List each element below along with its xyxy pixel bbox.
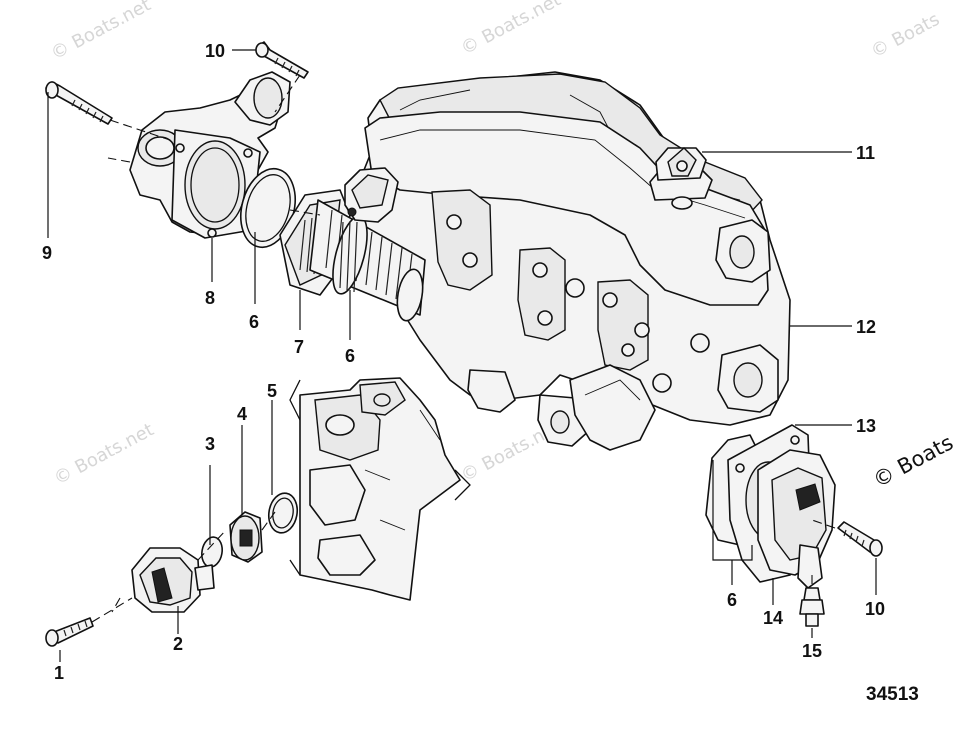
watermark: © Boats.net [47, 0, 154, 64]
housing-2 [131, 547, 215, 613]
oring-3 [201, 536, 223, 568]
bolt-9 [45, 81, 113, 125]
callout-12: 12 [856, 317, 876, 337]
leader-lines [47, 49, 877, 662]
alignment-line [811, 519, 836, 588]
gasket-5 [267, 492, 299, 534]
watermark: © Boats [867, 9, 943, 63]
plate-hole [735, 463, 745, 473]
gasket-5-inner [272, 497, 294, 529]
alignment-line [91, 511, 276, 623]
watermark: © Boats.net [457, 0, 564, 59]
callout-6-upper: 6 [249, 312, 259, 332]
fitting-15 [799, 587, 825, 627]
seal-ring [396, 268, 424, 322]
figure-number: 34513 [866, 684, 919, 705]
watermark: © Boats.net [50, 419, 157, 489]
callout-11: 11 [856, 143, 875, 163]
callout-3: 3 [205, 434, 215, 454]
bolt-10-right [837, 521, 883, 557]
watermark-copyright: © Boats [869, 430, 955, 492]
callout-6-right: 6 [727, 590, 737, 610]
alignment-line [107, 74, 321, 216]
callout-10-top: 10 [205, 41, 225, 61]
callout-14: 14 [763, 608, 783, 628]
bolt-10-top [255, 41, 309, 79]
callout-2: 2 [173, 634, 183, 654]
callout-8: 8 [205, 288, 215, 308]
callout-7: 7 [294, 337, 304, 357]
callout-5: 5 [267, 381, 277, 401]
callout-1: 1 [54, 663, 64, 683]
callout-9: 9 [42, 243, 52, 263]
cooler-cartridge [279, 167, 426, 316]
callout-4: 4 [237, 404, 247, 424]
callout-13: 13 [856, 416, 876, 436]
fill-cap [649, 147, 713, 210]
callout-10-right: 10 [865, 599, 885, 619]
gasket-upper-inner [245, 174, 291, 242]
callout-15: 15 [802, 641, 822, 661]
plug-4 [229, 511, 263, 563]
plate-hole [790, 435, 800, 445]
callout-6-middle: 6 [345, 346, 355, 366]
end-cap-14 [757, 449, 836, 589]
bolt-1 [45, 617, 94, 647]
inset-manifold-detail [289, 377, 471, 601]
